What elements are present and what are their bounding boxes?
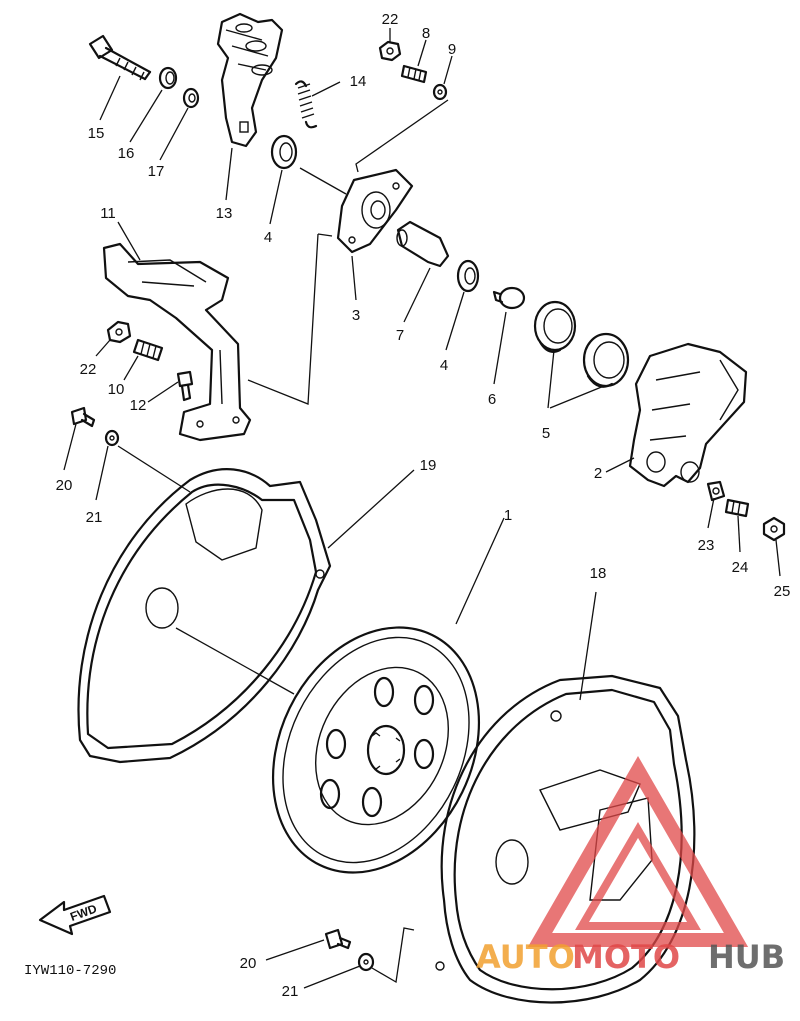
part-22-nut-left [106, 320, 132, 344]
part-3-housing-plate [336, 168, 414, 254]
callout-7: 7 [396, 327, 404, 344]
callout-5: 5 [542, 425, 550, 442]
part-13-lever-arm [216, 12, 284, 148]
callout-2: 2 [594, 465, 602, 482]
callout-6: 6 [488, 391, 496, 408]
watermark-moto: MOTO [572, 938, 680, 976]
callout-22-left: 22 [80, 361, 97, 378]
part-11-bracket [102, 242, 252, 442]
callout-12: 12 [130, 397, 147, 414]
watermark-hub: HUB [708, 938, 785, 976]
part-2-caliper [628, 342, 748, 488]
callout-3: 3 [352, 307, 360, 324]
part-1-brake-disc [271, 626, 481, 874]
part-17-washer [182, 87, 200, 109]
part-14-spring [294, 80, 318, 129]
part-5-pistons [533, 300, 630, 388]
part-25-nut [762, 516, 786, 542]
callout-14: 14 [350, 73, 367, 90]
callout-13: 13 [216, 205, 233, 222]
part-4-seal-upper [270, 134, 298, 170]
part-12-bolt [176, 370, 194, 402]
callout-25: 25 [774, 583, 791, 600]
callout-22-top: 22 [382, 11, 399, 28]
callout-24: 24 [732, 559, 749, 576]
part-22-nut-top [378, 40, 402, 62]
part-10-stud [132, 338, 164, 362]
callout-9: 9 [448, 41, 456, 58]
callout-11: 11 [100, 205, 116, 222]
leader-lines [63, 28, 781, 989]
part-4-seal-lower [456, 259, 480, 293]
watermark-triangle-icon [527, 755, 749, 947]
callout-4-upper: 4 [264, 229, 272, 246]
part-7-cam-shaft [396, 220, 450, 268]
part-23-washer [706, 480, 726, 502]
watermark-logo: AUTO MOTO HUB [476, 755, 785, 976]
callout-10: 10 [108, 381, 125, 398]
part-6-pin [492, 286, 526, 310]
part-21-washer-lower [357, 952, 375, 972]
part-18-outer-cover [435, 674, 696, 1004]
part-21-washer-upper [104, 429, 120, 447]
part-19-dust-cover [77, 468, 332, 764]
fwd-arrow-icon: FWD [38, 894, 112, 936]
callout-15: 15 [88, 125, 105, 142]
callout-8: 8 [422, 25, 430, 42]
callout-23: 23 [698, 537, 715, 554]
part-9-washer [432, 83, 448, 101]
callout-20-upper: 20 [56, 477, 73, 494]
callout-labels: 22 8 9 14 15 16 17 13 4 11 3 7 4 6 5 2 2… [56, 11, 791, 1000]
part-16-washer [158, 66, 178, 90]
callout-18: 18 [590, 565, 607, 582]
callout-21-upper: 21 [86, 509, 103, 526]
part-20-bolt-upper [70, 406, 96, 428]
callout-20-lower: 20 [240, 955, 257, 972]
diagram-code: IYW110-7290 [24, 963, 116, 979]
callout-21-lower: 21 [282, 983, 299, 1000]
callout-4-lower: 4 [440, 357, 448, 374]
part-15-bolt [88, 34, 152, 81]
part-8-stud [400, 64, 428, 84]
part-24-bolt [724, 498, 750, 518]
callout-1: 1 [504, 507, 512, 524]
callout-19: 19 [420, 457, 437, 474]
callout-17: 17 [148, 163, 165, 180]
part-20-bolt-lower [324, 928, 352, 950]
watermark-auto: AUTO [476, 938, 575, 976]
callout-16: 16 [118, 145, 135, 162]
